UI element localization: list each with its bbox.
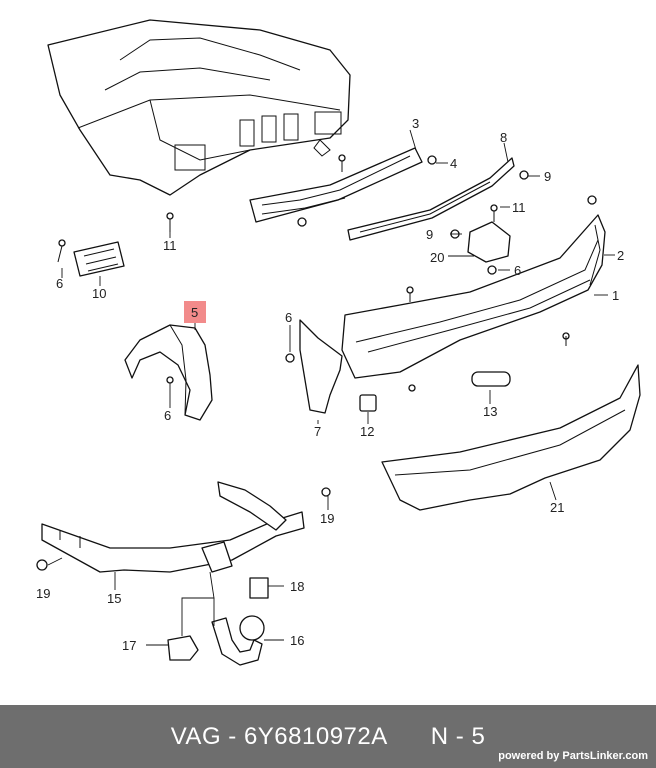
callout-9[interactable]: 9	[426, 227, 433, 242]
callout-5-highlight	[184, 301, 206, 323]
callout-2[interactable]: 2	[617, 248, 624, 263]
callout-18[interactable]: 18	[290, 579, 304, 594]
clip	[359, 394, 377, 412]
callout-21[interactable]: 21	[550, 500, 564, 515]
callout-17[interactable]: 17	[122, 638, 136, 653]
bracket	[467, 221, 511, 263]
callout-13[interactable]: 13	[483, 404, 497, 419]
callout-3[interactable]: 3	[412, 116, 419, 131]
trim-cover	[471, 371, 511, 387]
leader-lines	[47, 129, 615, 646]
rear-body-panel	[47, 19, 351, 196]
callout-19[interactable]: 19	[36, 586, 50, 601]
credit-link[interactable]: powered by PartsLinker.com	[498, 750, 648, 762]
callout-10[interactable]: 10	[92, 286, 106, 301]
wheel-arch-liner	[124, 324, 213, 421]
callout-6[interactable]: 6	[56, 276, 63, 291]
callout-16[interactable]: 16	[290, 633, 304, 648]
part-number: 6Y6810972A	[243, 723, 387, 750]
callout-6[interactable]: 6	[514, 263, 521, 278]
brand-label: VAG	[170, 723, 222, 750]
parts-diagram: 6 10 11 3 4 8 9 11 9 20 6 2 1 5 6 6 7 12…	[36, 19, 641, 666]
fasteners	[36, 154, 597, 571]
callout-1[interactable]: 1	[612, 288, 619, 303]
callout-6[interactable]: 6	[164, 408, 171, 423]
callout-11[interactable]: 11	[512, 200, 526, 215]
cap	[249, 577, 269, 599]
callout-5[interactable]: 5	[191, 305, 198, 320]
impact-bar	[249, 147, 423, 223]
footer-bar: VAG - 6Y6810972A N - 5 powered by PartsL…	[0, 705, 656, 768]
callout-19[interactable]: 19	[320, 511, 334, 526]
bumper-cover	[341, 214, 606, 379]
callout-6[interactable]: 6	[285, 310, 292, 325]
callout-8[interactable]: 8	[500, 130, 507, 145]
callout-4[interactable]: 4	[450, 156, 457, 171]
tow-hitch-bar	[41, 481, 305, 573]
brand-separator: -	[228, 723, 244, 750]
callout-7[interactable]: 7	[314, 424, 321, 439]
part-reference: VAG - 6Y6810972A N - 5	[0, 723, 656, 751]
foam-block	[73, 241, 125, 277]
guide-strip	[347, 157, 515, 241]
lower-spoiler	[381, 364, 641, 511]
callout-20[interactable]: 20	[430, 250, 444, 265]
ball-head	[211, 615, 265, 666]
bumper-guide	[299, 319, 343, 414]
callout-11[interactable]: 11	[163, 238, 177, 253]
position-label: N - 5	[430, 723, 486, 750]
socket	[167, 635, 199, 661]
callout-9[interactable]: 9	[544, 169, 551, 184]
callout-12[interactable]: 12	[360, 424, 374, 439]
callout-15[interactable]: 15	[107, 591, 121, 606]
callout-labels: 6 10 11 3 4 8 9 11 9 20 6 2 1 5 6 6 7 12…	[36, 116, 624, 653]
